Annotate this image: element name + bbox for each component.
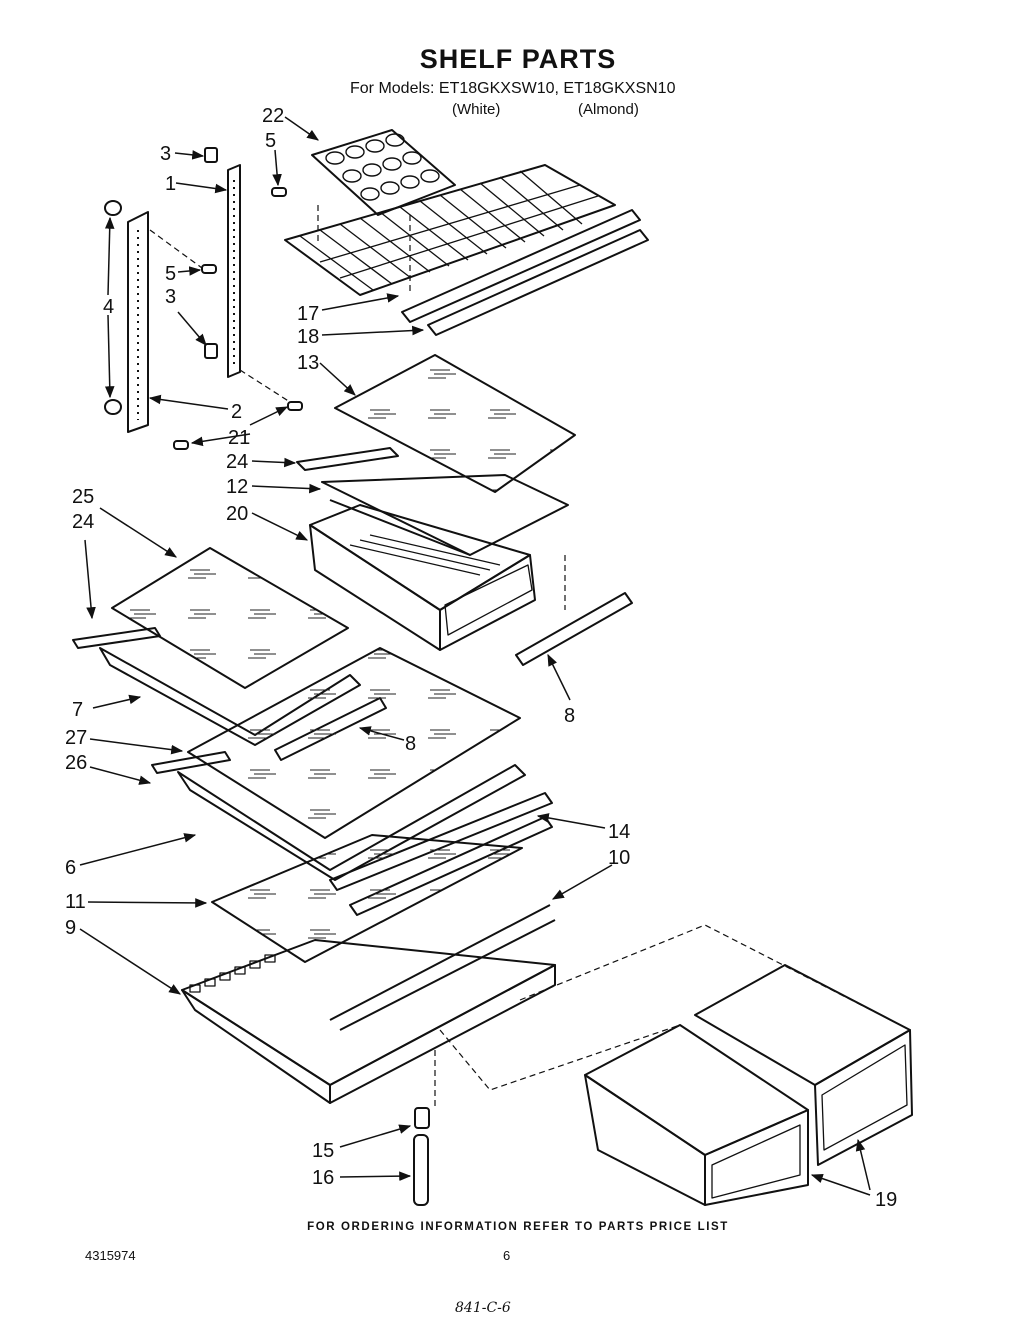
callout-5-top: 5	[265, 130, 276, 152]
callout-11: 11	[65, 891, 86, 913]
callout-18: 18	[297, 326, 319, 348]
document-number: 4315974	[85, 1248, 136, 1263]
callout-9: 9	[65, 917, 76, 939]
callout-2: 2	[231, 401, 242, 423]
screw-21-a	[287, 401, 303, 411]
callout-6: 6	[65, 857, 76, 879]
callout-26: 26	[65, 752, 87, 774]
callout-19: 19	[875, 1189, 897, 1211]
callout-25: 25	[72, 486, 94, 508]
callout-21: 21	[228, 427, 250, 449]
ice-tray	[311, 129, 456, 216]
cap-bottom	[104, 399, 122, 415]
callout-17: 17	[297, 303, 319, 325]
callout-4: 4	[103, 296, 114, 318]
callout-24-right: 24	[226, 451, 248, 473]
shelf-frame-12	[296, 447, 569, 556]
callout-7: 7	[72, 699, 83, 721]
crisper-20	[309, 504, 536, 651]
callout-14: 14	[608, 821, 630, 843]
glass-shelf-13	[334, 354, 576, 493]
clip-top	[204, 147, 218, 163]
screw-21-b	[173, 440, 189, 450]
ladder-right	[227, 164, 241, 378]
callout-22: 22	[262, 105, 284, 127]
screw-mid	[201, 264, 217, 274]
ordering-note: FOR ORDERING INFORMATION REFER TO PARTS …	[307, 1221, 729, 1233]
page-number: 6	[503, 1248, 511, 1263]
rail-8-right	[515, 592, 633, 666]
callout-8-right: 8	[564, 705, 575, 727]
handwritten-note: 841-C-6	[455, 1300, 511, 1316]
pan-frame-9	[181, 904, 556, 1104]
ladder-left	[127, 211, 149, 433]
callout-16: 16	[312, 1167, 334, 1189]
glass-shelf-27	[187, 647, 521, 839]
finish-white-label: (White)	[452, 101, 501, 118]
glass-cover-11	[211, 834, 523, 963]
callout-5-mid: 5	[165, 263, 176, 285]
callout-3-mid: 3	[165, 286, 176, 308]
glass-shelf-25	[111, 547, 349, 689]
drawer-left-19	[584, 1024, 809, 1206]
drawer-right-19	[694, 964, 913, 1166]
callout-3-top: 3	[160, 143, 171, 165]
screw-upper	[271, 187, 287, 197]
callout-24-left: 24	[72, 511, 94, 533]
model-list: For Models: ET18GKXSW10, ET18GKXSN10	[350, 80, 676, 97]
callout-15: 15	[312, 1140, 334, 1162]
page-title: SHELF PARTS	[419, 44, 617, 74]
cap-top	[104, 200, 122, 216]
wire-shelf	[284, 164, 616, 296]
callout-10: 10	[608, 847, 630, 869]
finish-almond-label: (Almond)	[578, 101, 639, 118]
callout-13: 13	[297, 352, 319, 374]
knob-15	[414, 1107, 430, 1129]
callout-27: 27	[65, 727, 87, 749]
rail-18	[401, 209, 649, 336]
shaft-16	[413, 1134, 429, 1206]
callout-12: 12	[226, 476, 248, 498]
callout-20: 20	[226, 503, 248, 525]
callout-1: 1	[165, 173, 176, 195]
clip-bottom	[204, 343, 218, 359]
callout-8-middle: 8	[405, 733, 416, 755]
